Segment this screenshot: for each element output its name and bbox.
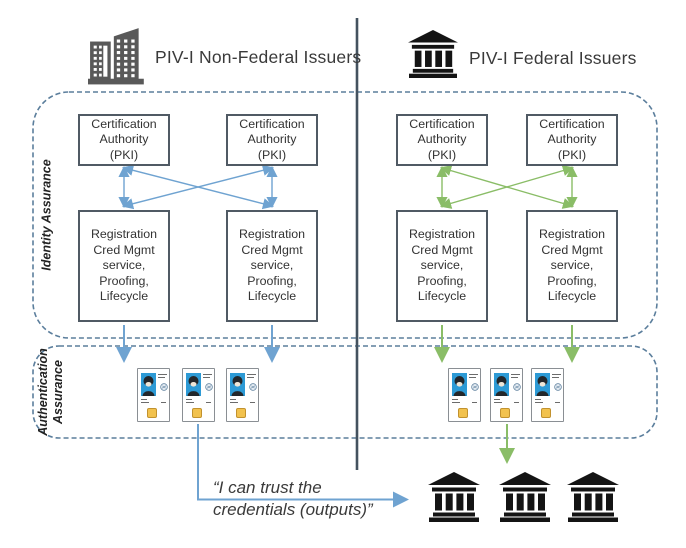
card-seal-icon: [205, 383, 213, 391]
card-seal-icon: [471, 383, 479, 391]
smart-card-chip: [541, 408, 551, 418]
cardholder-photo: [452, 373, 467, 396]
relying-party-building-icon: [428, 472, 480, 522]
cardholder-photo: [494, 373, 509, 396]
certification-authority-box: Certification Authority (PKI): [396, 114, 488, 166]
relying-party-building-icon: [567, 472, 619, 522]
piv-card: [531, 368, 564, 422]
non-federal-issuers-title: PIV-I Non-Federal Issuers: [155, 47, 362, 67]
card-seal-icon: [513, 383, 521, 391]
registration-box: Registration Cred Mgmt service, Proofing…: [526, 210, 618, 322]
authentication-assurance-label: Authentication Assurance: [36, 348, 65, 436]
government-building-icon: [406, 30, 460, 78]
issuance-arrows-green: [434, 325, 580, 363]
pki-trust-mesh-blue: [118, 164, 278, 210]
identity-assurance-zone: [32, 91, 658, 339]
pki-trust-mesh-green: [436, 165, 578, 209]
smart-card-chip: [147, 408, 157, 418]
card-seal-icon: [160, 383, 168, 391]
piv-card: [226, 368, 259, 422]
card-seal-icon: [554, 383, 562, 391]
cardholder-photo: [186, 373, 201, 396]
piv-card: [137, 368, 170, 422]
registration-box: Registration Cred Mgmt service, Proofing…: [396, 210, 488, 322]
trust-output-arrow-blue: [197, 424, 409, 508]
cardholder-photo: [535, 373, 550, 396]
cardholder-photo: [141, 373, 156, 396]
registration-box: Registration Cred Mgmt service, Proofing…: [226, 210, 318, 322]
issuance-arrows-blue: [116, 325, 280, 363]
relying-party-building-icon: [499, 472, 551, 522]
piv-card: [182, 368, 215, 422]
federal-issuers-title: PIV-I Federal Issuers: [469, 48, 637, 68]
smart-card-chip: [458, 408, 468, 418]
smart-card-chip: [236, 408, 246, 418]
identity-assurance-label: Identity Assurance: [39, 159, 54, 271]
certification-authority-box: Certification Authority (PKI): [526, 114, 618, 166]
card-seal-icon: [249, 383, 257, 391]
office-buildings-icon: [88, 26, 150, 86]
registration-box: Registration Cred Mgmt service, Proofing…: [78, 210, 170, 322]
smart-card-chip: [192, 408, 202, 418]
cardholder-photo: [230, 373, 245, 396]
smart-card-chip: [500, 408, 510, 418]
authentication-assurance-zone: [32, 345, 658, 439]
piv-card: [448, 368, 481, 422]
trust-quote: “I can trust the credentials (outputs)”: [213, 478, 373, 519]
certification-authority-box: Certification Authority (PKI): [226, 114, 318, 166]
certification-authority-box: Certification Authority (PKI): [78, 114, 170, 166]
piv-card: [490, 368, 523, 422]
